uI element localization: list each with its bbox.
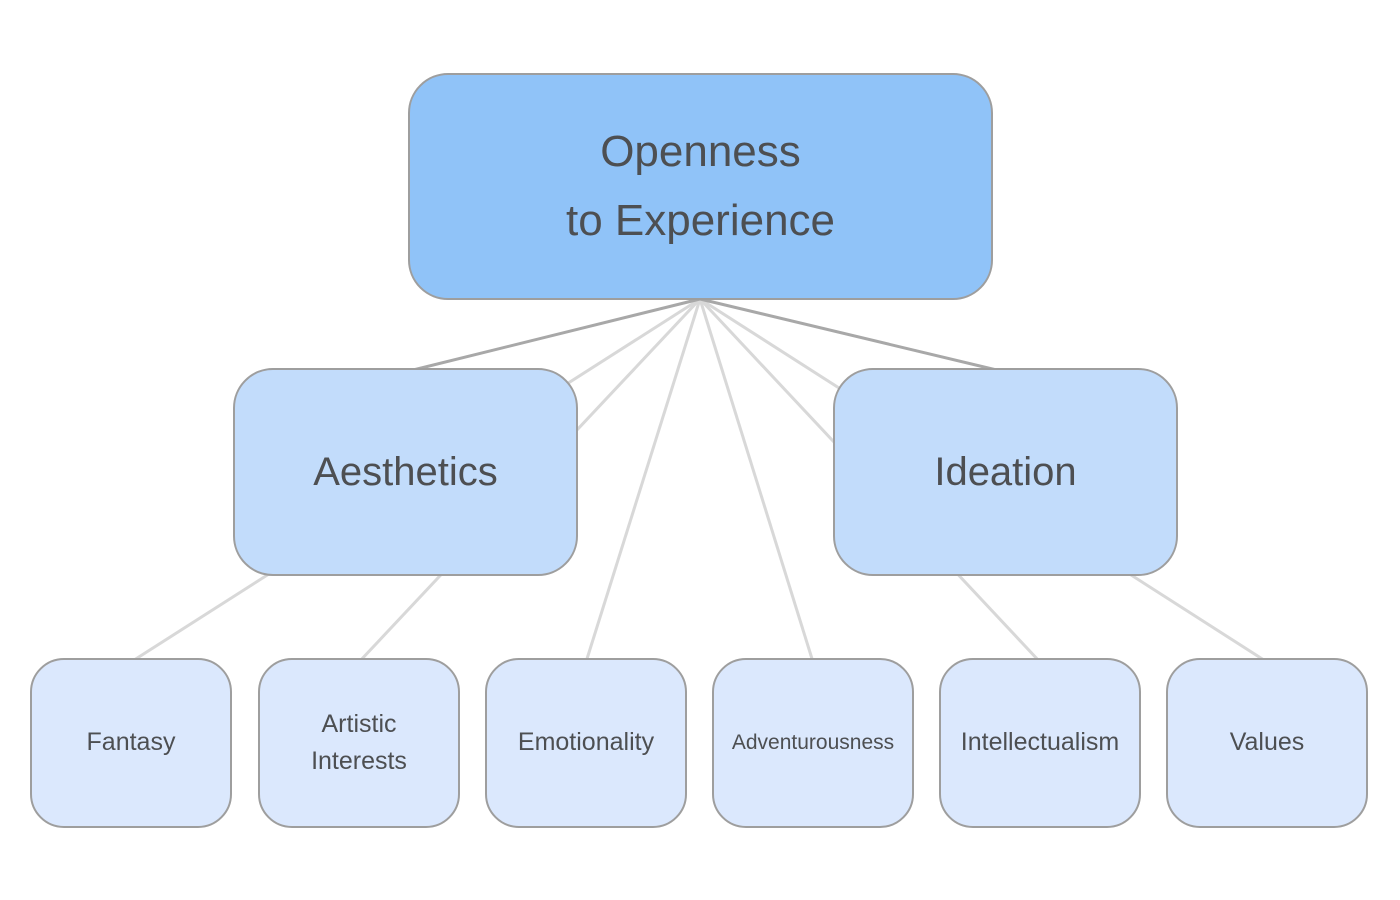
node-aesthetics[interactable]: Aesthetics [233, 368, 578, 576]
edge-openness-aesthetics [404, 297, 701, 374]
node-label: Artistic Interests [311, 709, 407, 776]
edge-openness-adventurousness [698, 298, 815, 663]
edge-openness-emotionality [584, 298, 702, 663]
node-label: to Experience [565, 195, 836, 245]
edge-openness-ideation [699, 297, 1006, 374]
node-label: Ideation [934, 449, 1077, 494]
node-intellectualism[interactable]: Intellectualism [939, 658, 1141, 828]
node-artistic-interests[interactable]: Artistic Interests [258, 658, 460, 828]
node-values[interactable]: Values [1166, 658, 1368, 828]
node-label: Openness [600, 127, 801, 177]
node-label: Adventurousness [731, 731, 895, 755]
node-fantasy[interactable]: Fantasy [30, 658, 232, 828]
node-openness-to-experience[interactable]: Openness to Experience [408, 73, 993, 300]
node-label: Aesthetics [313, 449, 498, 494]
node-adventurousness[interactable]: Adventurousness [712, 658, 914, 828]
node-label: Emotionality [517, 728, 655, 757]
node-emotionality[interactable]: Emotionality [485, 658, 687, 828]
node-ideation[interactable]: Ideation [833, 368, 1178, 576]
node-label: Fantasy [86, 728, 176, 757]
node-label: Values [1229, 728, 1305, 757]
node-label: Intellectualism [960, 728, 1120, 757]
